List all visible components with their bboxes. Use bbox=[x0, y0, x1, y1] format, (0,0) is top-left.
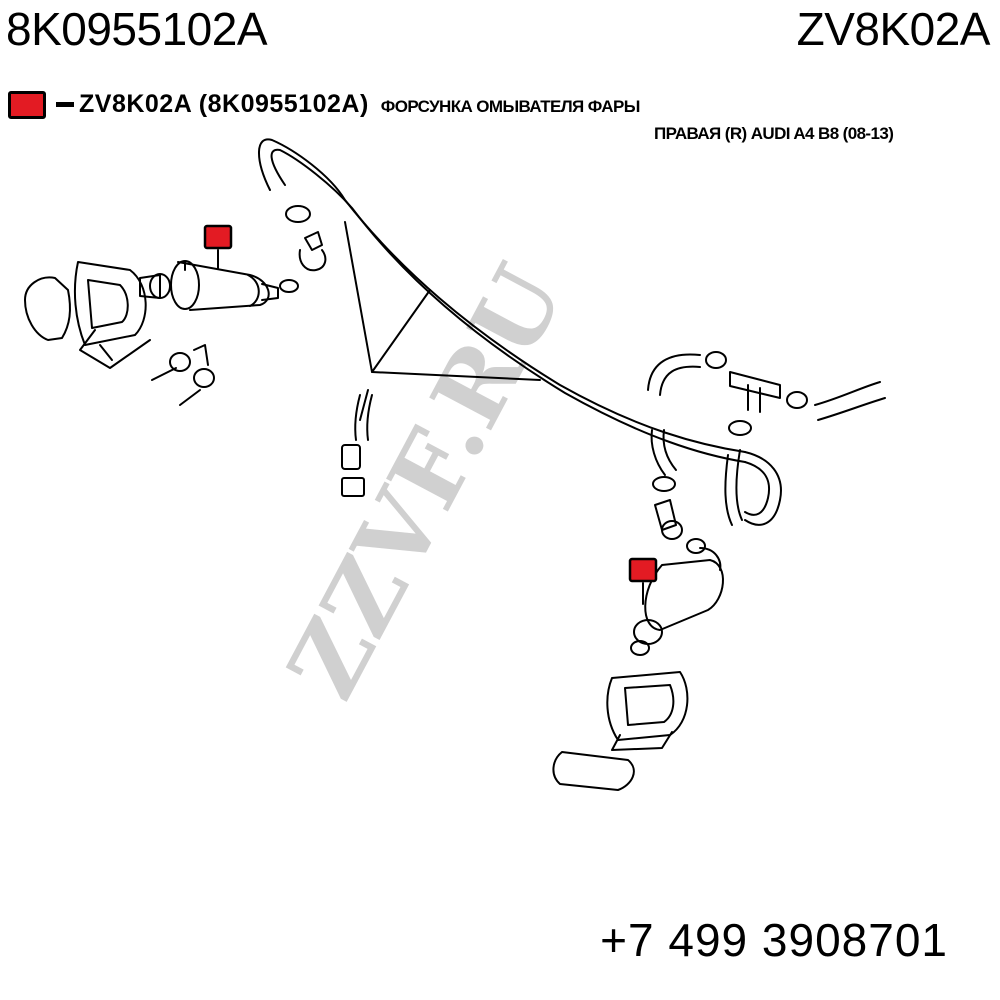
marker-upper bbox=[203, 224, 233, 269]
legend-marker bbox=[8, 90, 46, 119]
upper-connector bbox=[279, 205, 327, 293]
marker-lower bbox=[628, 557, 658, 605]
phone-number[interactable]: +7 499 3908701 bbox=[600, 914, 948, 966]
part-number: 8K0955102A bbox=[6, 3, 268, 55]
legend-description-line1: ФОРСУНКА ОМЫВАТЕЛЯ ФАРЫ bbox=[380, 96, 641, 116]
left-clips bbox=[151, 344, 215, 406]
right-bracket bbox=[606, 671, 689, 751]
left-bracket bbox=[73, 261, 151, 369]
legend: ZV8K02A (8K0955102A) ФОРСУНКА ОМЫВАТЕЛЯ … bbox=[8, 90, 640, 119]
right-hose-branch bbox=[647, 351, 886, 492]
main-hose bbox=[258, 138, 782, 526]
right-nozzle-pump bbox=[630, 547, 724, 656]
legend-code: ZV8K02A (8K0955102A) bbox=[79, 90, 369, 118]
catalog-code: ZV8K02A bbox=[796, 3, 991, 55]
left-cap bbox=[24, 276, 71, 341]
watermark-text: ZZVF.RU bbox=[266, 248, 586, 716]
lower-connector bbox=[654, 499, 706, 554]
right-cap bbox=[552, 751, 635, 791]
left-hose bbox=[341, 394, 373, 497]
hose-bracket bbox=[344, 221, 541, 421]
left-nozzle-pump bbox=[139, 260, 279, 311]
legend-description-line2: ПРАВАЯ (R) AUDI A4 B8 (08-13) bbox=[654, 124, 894, 143]
watermark: ZZVF.RU bbox=[266, 248, 586, 716]
legend-dash bbox=[56, 102, 74, 107]
